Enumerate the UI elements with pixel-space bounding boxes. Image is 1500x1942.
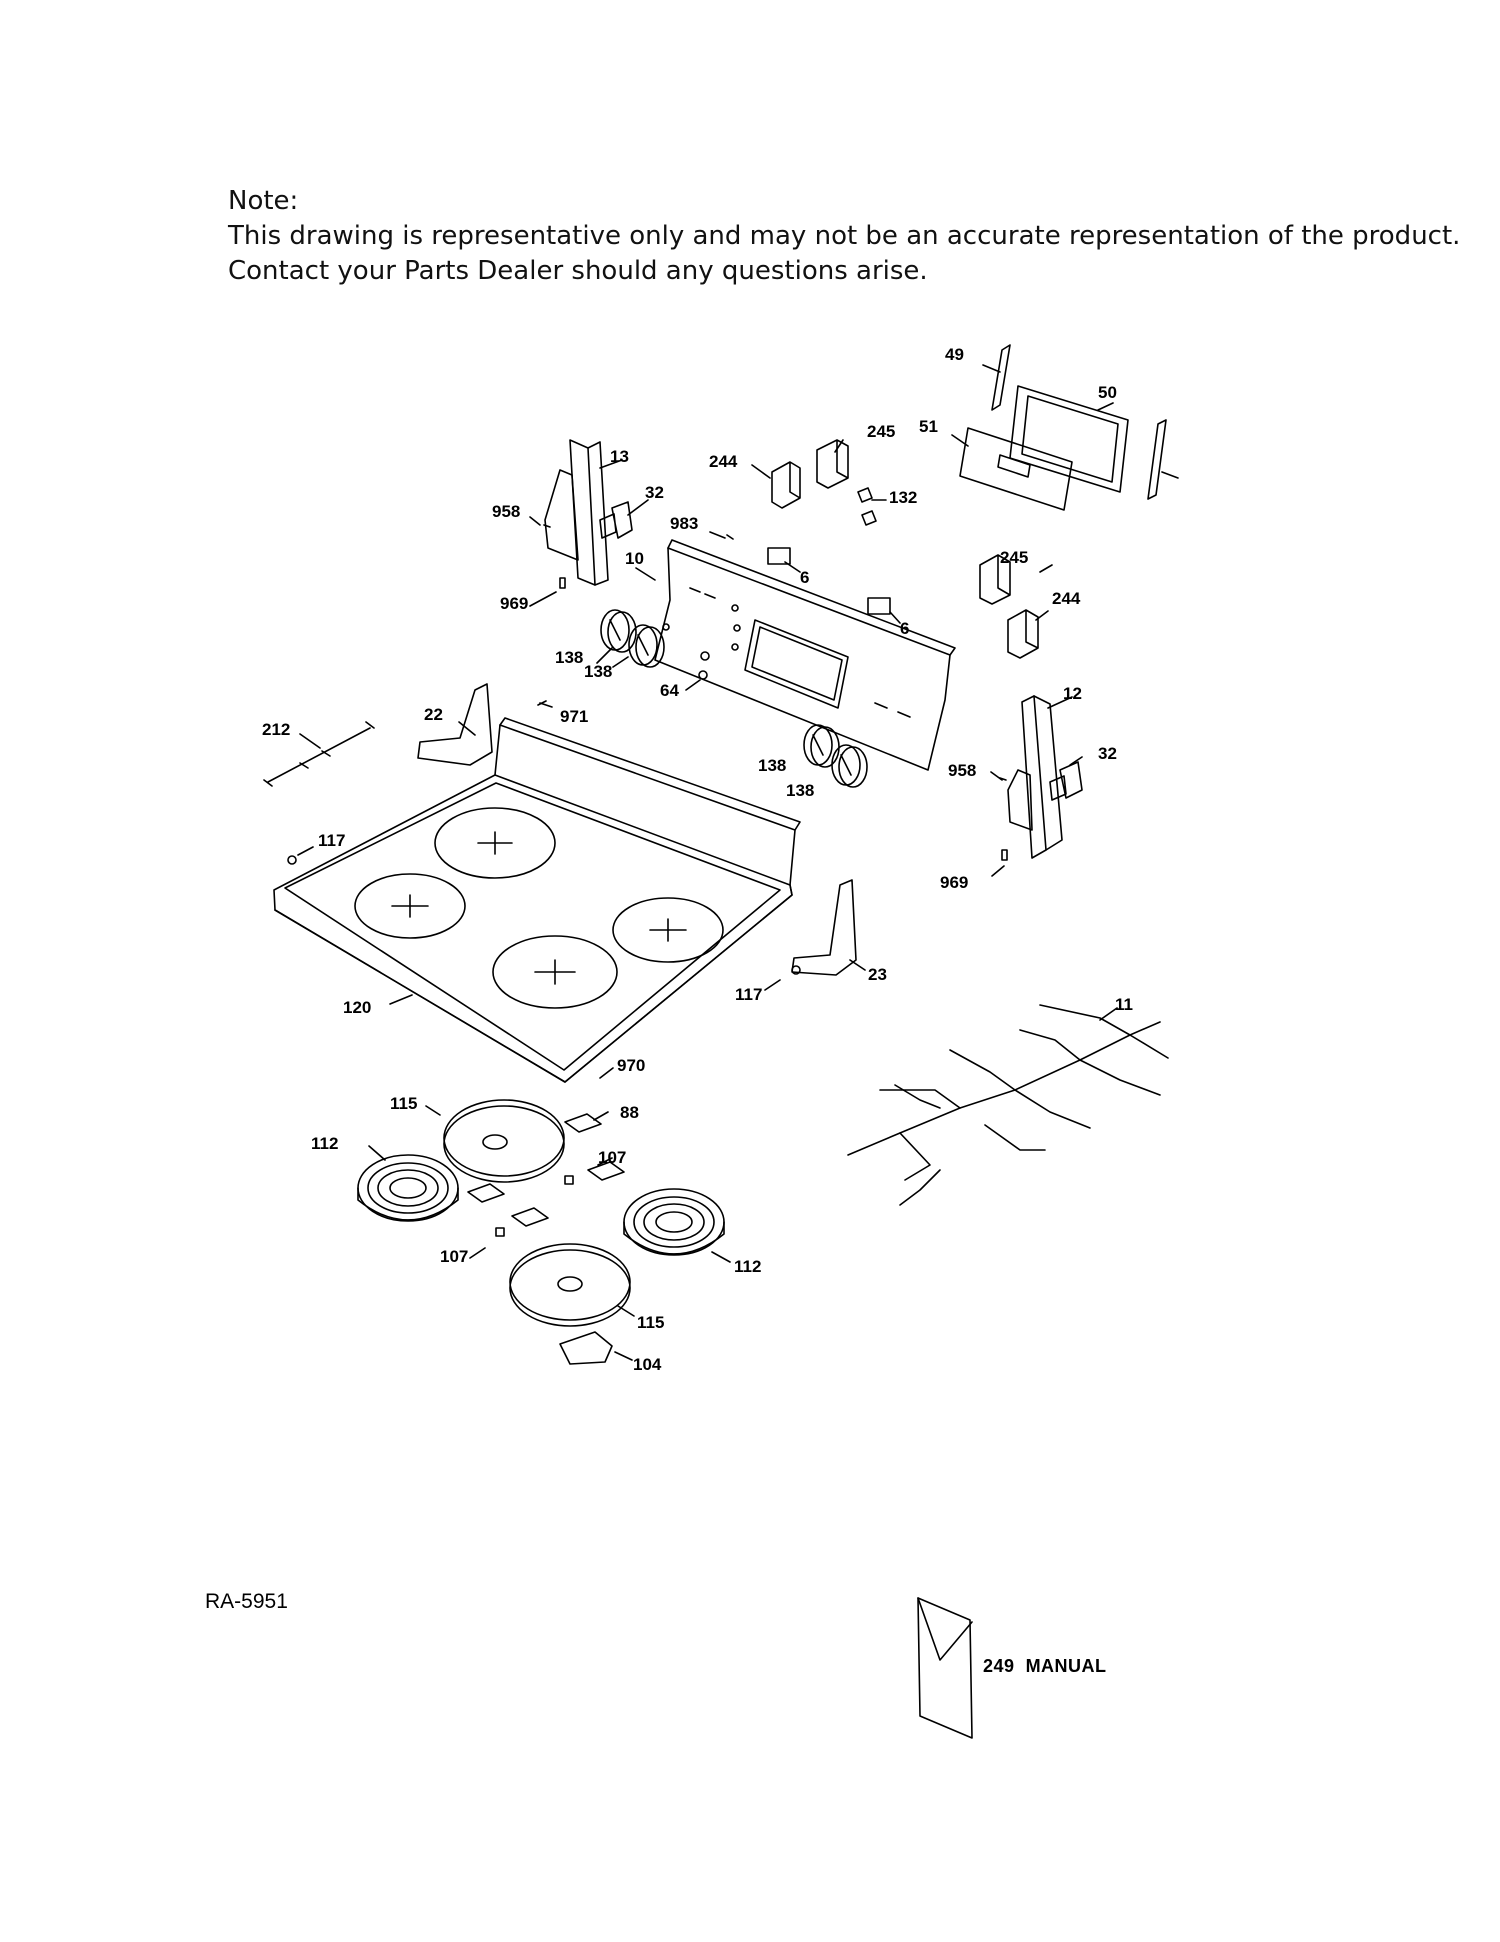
svg-text:245: 245 <box>867 422 895 441</box>
element-rings <box>443 1099 631 1327</box>
svg-text:6: 6 <box>900 619 909 638</box>
bracket-22 <box>417 683 493 766</box>
bracket-part <box>599 501 633 539</box>
svg-text:115: 115 <box>390 1094 417 1113</box>
svg-text:117: 117 <box>735 985 762 1004</box>
svg-text:50: 50 <box>1098 383 1117 402</box>
right-end-cap <box>1007 695 1063 859</box>
document-id: RA-5951 <box>205 1590 288 1613</box>
svg-text:138: 138 <box>584 662 612 681</box>
svg-text:107: 107 <box>598 1148 626 1167</box>
svg-text:958: 958 <box>492 502 520 521</box>
svg-text:244: 244 <box>709 452 738 471</box>
svg-text:983: 983 <box>670 514 698 533</box>
svg-text:112: 112 <box>311 1134 338 1153</box>
manual-label: 249 MANUAL <box>983 1656 1107 1677</box>
manual-text: MANUAL <box>1025 1656 1107 1676</box>
svg-text:117: 117 <box>318 831 345 850</box>
membrane-switch <box>959 427 1073 511</box>
manual-icon <box>917 1597 973 1739</box>
bracket-23 <box>791 879 857 976</box>
svg-text:138: 138 <box>758 756 786 775</box>
svg-text:245: 245 <box>1000 548 1028 567</box>
svg-text:120: 120 <box>343 998 371 1017</box>
svg-text:971: 971 <box>560 707 588 726</box>
svg-text:104: 104 <box>633 1355 662 1374</box>
svg-text:112: 112 <box>734 1257 761 1276</box>
cooktop-frame <box>273 717 801 1083</box>
badge-part <box>767 547 791 565</box>
svg-text:13: 13 <box>610 447 629 466</box>
control-board <box>1009 385 1129 493</box>
svg-text:958: 958 <box>948 761 976 780</box>
svg-text:22: 22 <box>424 705 443 724</box>
svg-text:132: 132 <box>889 488 917 507</box>
svg-text:115: 115 <box>637 1313 664 1332</box>
svg-text:23: 23 <box>868 965 887 984</box>
svg-text:244: 244 <box>1052 589 1081 608</box>
manual-number: 249 <box>983 1656 1015 1676</box>
note: Note: This drawing is representative onl… <box>228 184 1461 289</box>
svg-text:6: 6 <box>800 568 809 587</box>
wire-harness <box>847 1004 1169 1206</box>
infinite-switches <box>771 439 1039 659</box>
clip-104 <box>559 1331 613 1365</box>
control-knobs <box>600 609 868 788</box>
svg-text:138: 138 <box>555 648 583 667</box>
svg-text:970: 970 <box>617 1056 645 1075</box>
badge-part <box>867 597 891 615</box>
svg-text:12: 12 <box>1063 684 1082 703</box>
harness-49 <box>1147 419 1167 500</box>
svg-text:11: 11 <box>1115 995 1133 1014</box>
svg-text:51: 51 <box>919 417 938 436</box>
left-end-cap <box>544 439 609 586</box>
svg-text:64: 64 <box>660 681 679 700</box>
svg-text:10: 10 <box>625 549 644 568</box>
svg-text:107: 107 <box>440 1247 468 1266</box>
svg-text:138: 138 <box>786 781 814 800</box>
svg-text:969: 969 <box>500 594 528 613</box>
svg-text:88: 88 <box>620 1103 639 1122</box>
bracket-part <box>1049 761 1083 801</box>
svg-text:49: 49 <box>945 345 964 364</box>
note-line-2: Contact your Parts Dealer should any que… <box>228 256 928 286</box>
note-heading: Note: <box>228 186 299 216</box>
svg-text:212: 212 <box>262 720 290 739</box>
radiant-elements <box>357 1154 725 1256</box>
rod-212 <box>263 721 375 787</box>
svg-text:969: 969 <box>940 873 968 892</box>
svg-text:32: 32 <box>1098 744 1117 763</box>
control-panel-backguard <box>654 539 956 771</box>
svg-text:32: 32 <box>645 483 664 502</box>
harness-49 <box>991 344 1011 411</box>
callout-labels: 49 50 51 245 244 132 13 32 958 983 10 6 … <box>262 345 1133 1374</box>
note-line-1: This drawing is representative only and … <box>228 221 1461 251</box>
